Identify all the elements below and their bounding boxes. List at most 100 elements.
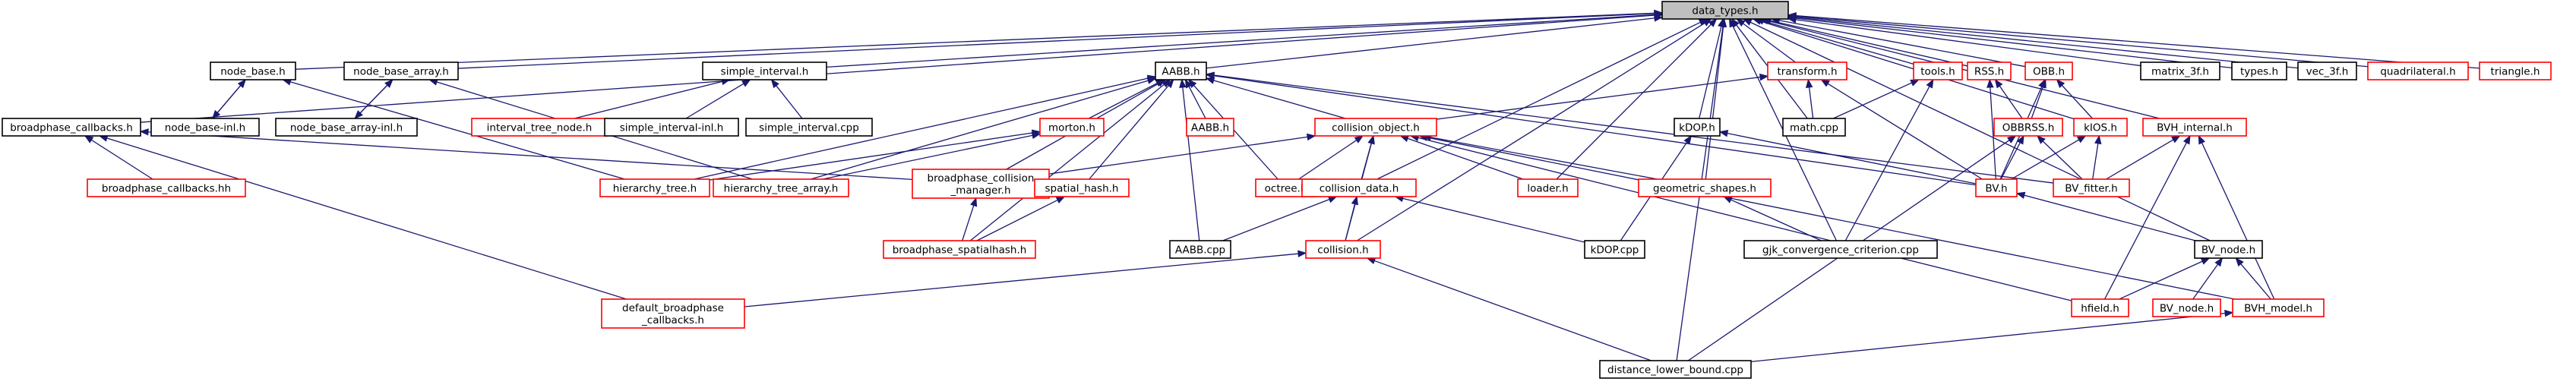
node-box[interactable]	[2073, 118, 2128, 137]
node-box[interactable]	[1301, 178, 1417, 197]
node-obb-h[interactable]: OBB.h	[2024, 61, 2073, 80]
node-box[interactable]	[2, 118, 141, 137]
node-box[interactable]	[2024, 61, 2073, 80]
node-box[interactable]	[1186, 118, 1234, 137]
node-box[interactable]	[1782, 118, 1846, 137]
node-box[interactable]	[1039, 118, 1105, 137]
node-box[interactable]	[2232, 298, 2325, 317]
node-box[interactable]	[2297, 61, 2357, 80]
node-math-cpp[interactable]: math.cpp	[1782, 118, 1846, 137]
node-spatial-hash[interactable]: spatial_hash.h	[1034, 178, 1130, 197]
node-box[interactable]	[1638, 178, 1772, 197]
node-obbrss[interactable]: OBBRSS.h	[1993, 118, 2063, 137]
node-distance-lower-bound[interactable]: distance_lower_bound.cpp	[1599, 360, 1752, 379]
node-collision-data[interactable]: collision_data.h	[1301, 178, 1417, 197]
node-box[interactable]	[210, 61, 296, 80]
node-box[interactable]	[87, 178, 246, 197]
node-box[interactable]	[1674, 118, 1721, 137]
node-box[interactable]	[1314, 118, 1437, 137]
node-broadphase-spatialhash[interactable]: broadphase_spatialhash.h	[883, 240, 1036, 259]
node-box[interactable]	[2053, 178, 2130, 197]
node-box[interactable]	[1967, 61, 2012, 80]
node-rss-h[interactable]: RSS.h	[1967, 61, 2012, 80]
node-box[interactable]	[1305, 240, 1381, 259]
node-box[interactable]	[604, 118, 739, 137]
node-collision-h[interactable]: collision.h	[1305, 240, 1381, 259]
node-collision-object[interactable]: collision_object.h	[1314, 118, 1437, 137]
node-box[interactable]	[275, 118, 418, 137]
node-node-base-inl[interactable]: node_base-inl.h	[150, 118, 260, 137]
node-box[interactable]	[601, 298, 745, 329]
node-tools-h[interactable]: tools.h	[1913, 61, 1963, 80]
node-box[interactable]	[883, 240, 1036, 259]
node-box[interactable]	[1767, 61, 1847, 80]
node-broadphase-collision-manager[interactable]: broadphase_collision_manager.h	[912, 169, 1050, 199]
node-simple-interval[interactable]: simple_interval.h	[702, 61, 827, 80]
node-simple-interval-cpp[interactable]: simple_interval.cpp	[745, 118, 873, 137]
node-quadrilateral[interactable]: quadrilateral.h	[2367, 61, 2469, 80]
node-box[interactable]	[1155, 61, 1207, 80]
node-box[interactable]	[2140, 61, 2220, 80]
node-bvh-model[interactable]: BVH_model.h	[2232, 298, 2325, 317]
node-box[interactable]	[1517, 178, 1579, 197]
node-data-types[interactable]: data_types.h	[1661, 1, 1789, 20]
node-box[interactable]	[1584, 240, 1645, 259]
node-box[interactable]	[1034, 178, 1130, 197]
node-box[interactable]	[1169, 240, 1231, 259]
node-node-base[interactable]: node_base.h	[210, 61, 296, 80]
node-box[interactable]	[1975, 178, 2018, 197]
node-bv-fitter[interactable]: BV_fitter.h	[2053, 178, 2130, 197]
edge-line	[1705, 25, 1724, 180]
node-hfield[interactable]: hfield.h	[2071, 298, 2129, 317]
node-vec-3f[interactable]: vec_3f.h	[2297, 61, 2357, 80]
node-box[interactable]	[745, 118, 873, 137]
node-box[interactable]	[2194, 240, 2263, 259]
node-kdop-cpp[interactable]: kDOP.cpp	[1584, 240, 1645, 259]
node-box[interactable]	[1913, 61, 1963, 80]
node-box[interactable]	[2367, 61, 2469, 80]
node-aabb-h2[interactable]: AABB.h	[1186, 118, 1234, 137]
edge-morton-to-aabb_h	[1089, 79, 1165, 119]
node-box[interactable]	[2142, 118, 2247, 137]
node-box[interactable]	[343, 61, 459, 80]
node-gjk[interactable]: gjk_convergence_criterion.cpp	[1743, 240, 1938, 259]
node-node-base-array-inl[interactable]: node_base_array-inl.h	[275, 118, 418, 137]
node-bvh-internal[interactable]: BVH_internal.h	[2142, 118, 2247, 137]
node-loader[interactable]: loader.h	[1517, 178, 1579, 197]
node-kdop-h[interactable]: kDOP.h	[1674, 118, 1721, 137]
node-geometric-shapes[interactable]: geometric_shapes.h	[1638, 178, 1772, 197]
node-box[interactable]	[713, 178, 849, 197]
node-interval-tree-node[interactable]: interval_tree_node.h	[471, 118, 608, 137]
node-box[interactable]	[1743, 240, 1938, 259]
node-bv-node-h2[interactable]: BV_node.h	[2152, 298, 2221, 317]
node-box[interactable]	[2231, 61, 2287, 80]
node-octree[interactable]: octree.h	[1255, 178, 1316, 197]
node-box[interactable]	[702, 61, 827, 80]
node-box[interactable]	[150, 118, 260, 137]
node-box[interactable]	[1599, 360, 1752, 379]
node-aabb-h[interactable]: AABB.h	[1155, 61, 1207, 80]
node-simple-interval-inl[interactable]: simple_interval-inl.h	[604, 118, 739, 137]
node-types-h[interactable]: types.h	[2231, 61, 2287, 80]
node-box[interactable]	[2479, 61, 2552, 80]
node-matrix-3f[interactable]: matrix_3f.h	[2140, 61, 2220, 80]
node-box[interactable]	[2152, 298, 2221, 317]
node-node-base-array[interactable]: node_base_array.h	[343, 61, 459, 80]
node-kios[interactable]: kIOS.h	[2073, 118, 2128, 137]
node-broadphase-callbacks-h[interactable]: broadphase_callbacks.h	[2, 118, 141, 137]
node-default-broadphase[interactable]: default_broadphase_callbacks.h	[601, 298, 745, 329]
node-morton[interactable]: morton.h	[1039, 118, 1105, 137]
node-bv-h[interactable]: BV.h	[1975, 178, 2018, 197]
node-transform-h[interactable]: transform.h	[1767, 61, 1847, 80]
node-broadphase-callbacks-hh[interactable]: broadphase_callbacks.hh	[87, 178, 246, 197]
node-hierarchy-tree-array[interactable]: hierarchy_tree_array.h	[713, 178, 849, 197]
node-triangle[interactable]: triangle.h	[2479, 61, 2552, 80]
node-hierarchy-tree[interactable]: hierarchy_tree.h	[599, 178, 710, 197]
node-box[interactable]	[2071, 298, 2129, 317]
node-bv-node-h[interactable]: BV_node.h	[2194, 240, 2263, 259]
node-box[interactable]	[1993, 118, 2063, 137]
node-box[interactable]	[599, 178, 710, 197]
node-box[interactable]	[1661, 1, 1789, 20]
node-box[interactable]	[912, 169, 1050, 199]
node-aabb-cpp[interactable]: AABB.cpp	[1169, 240, 1231, 259]
